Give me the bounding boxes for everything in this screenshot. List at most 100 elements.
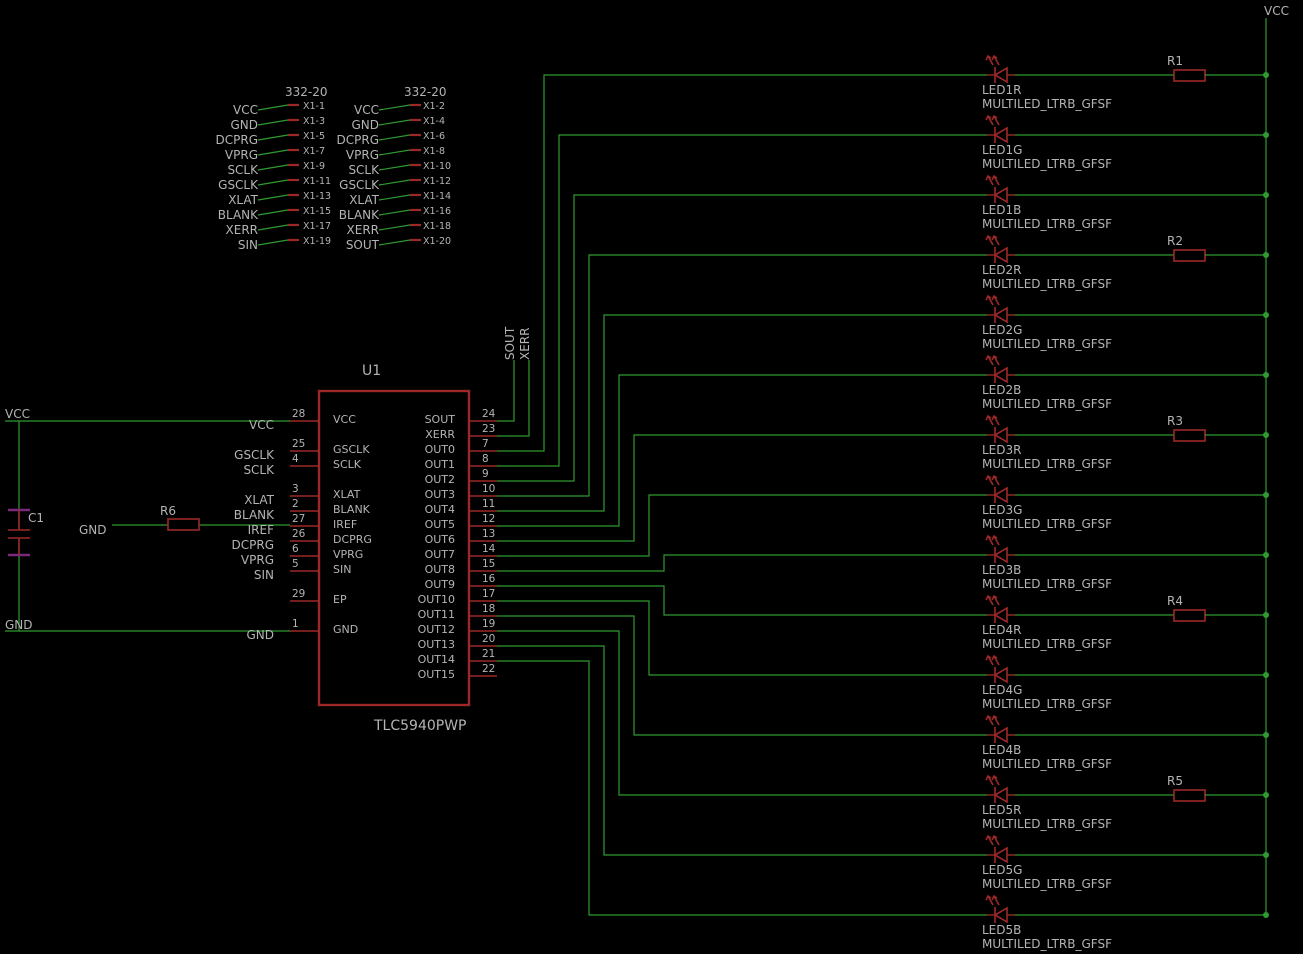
resistor-r3[interactable]: R3 xyxy=(1015,414,1266,442)
connector-net-label: DCPRG xyxy=(337,133,380,147)
ic-pin-name: OUT10 xyxy=(418,593,455,606)
resistor-r6[interactable]: R6 GND xyxy=(79,504,290,537)
connector-net-label: SCLK xyxy=(227,163,259,177)
connector-pad-label: X1-12 xyxy=(423,176,451,187)
ic-net-label: SIN xyxy=(254,568,274,582)
resistor-r5[interactable]: R5 xyxy=(1015,774,1266,802)
led-value: MULTILED_LTRB_GFSF xyxy=(982,277,1112,291)
ic-pin-number: 11 xyxy=(482,498,495,510)
connector-net-label: XLAT xyxy=(349,193,379,207)
led-value: MULTILED_LTRB_GFSF xyxy=(982,97,1112,111)
connector-net-label: XLAT xyxy=(228,193,258,207)
resistor-r2[interactable]: R2 xyxy=(1015,234,1266,262)
ic-pin-name: GSCLK xyxy=(333,443,370,456)
resistor-r4[interactable]: R4 xyxy=(1015,594,1266,622)
connector-pin[interactable]: DCPRG X1-6 xyxy=(337,131,446,147)
ic-u1-name: U1 xyxy=(362,363,381,379)
ic-pin-name: IREF xyxy=(333,518,357,531)
ic-pin-number: 19 xyxy=(482,618,495,630)
left-supply: VCC GND C1 xyxy=(5,407,290,632)
capacitor-c1[interactable]: C1 xyxy=(8,508,44,557)
led-value: MULTILED_LTRB_GFSF xyxy=(982,517,1112,531)
ic-pin-name: OUT15 xyxy=(418,668,455,681)
connector-title: 332-20 xyxy=(404,85,447,99)
resistor-r1[interactable]: R1 xyxy=(1015,54,1266,82)
ic-pin-name: OUT13 xyxy=(418,638,455,651)
trace-out14 xyxy=(497,660,987,916)
ic-pin-number: 24 xyxy=(482,408,496,420)
connector-pad-label: X1-6 xyxy=(423,131,445,142)
trace-out13 xyxy=(497,645,987,856)
ic-net-label: GSCLK xyxy=(234,448,275,462)
